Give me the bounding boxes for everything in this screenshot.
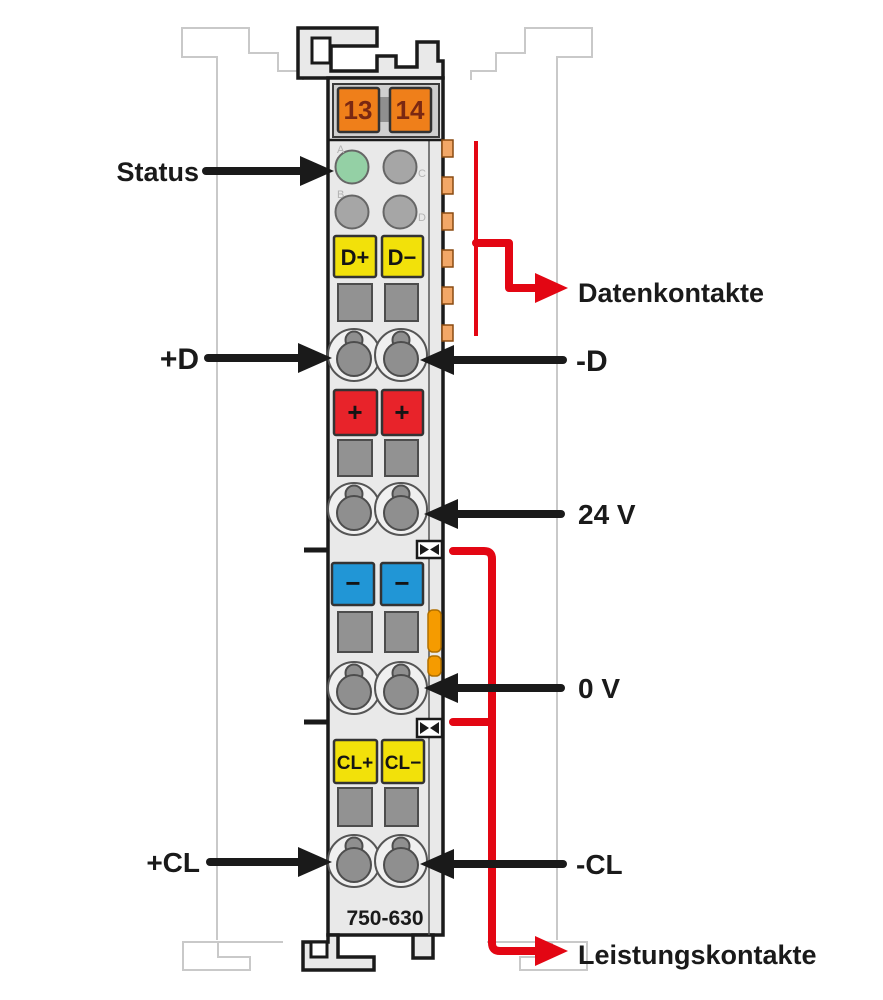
label-plate-0v-right [379, 561, 425, 607]
jumper-terminal-13 [336, 86, 381, 134]
wire-entry-0v-right [384, 611, 419, 653]
wire-entry-cl-plus [337, 787, 373, 827]
led-d-letter: D [418, 212, 426, 224]
wire-entry-d-plus [337, 283, 373, 322]
label-d-minus: D− [388, 245, 417, 270]
callout-plus-d: +D [160, 343, 199, 376]
wire-entry-24v-left [337, 439, 373, 477]
label-plate-cl-minus [380, 738, 426, 785]
left-neighbor-ghost-outline [181, 27, 304, 940]
jumper-terminal-14 [388, 86, 433, 134]
data-contacts-red-arrow-line [472, 239, 544, 292]
label-plate-d-minus [380, 234, 425, 279]
wire-entry-cl-minus [384, 787, 419, 827]
module-foot-right [411, 933, 435, 960]
clamp-pair-d [327, 328, 428, 382]
knife-contact-symbol-1 [415, 539, 444, 560]
label-plate-24v-left [332, 388, 379, 437]
power-jumper-contact-short [427, 655, 442, 677]
minus-cl-arrow [420, 849, 567, 879]
callout-minus-d: -D [576, 345, 608, 378]
label-plate-24v-right [380, 388, 425, 437]
led-a-letter: A [337, 144, 345, 156]
clamp-pair-0v [327, 661, 428, 715]
power-contacts-red-bracket [449, 547, 544, 955]
label-plate-d-plus [332, 234, 378, 279]
callout-status: Status [116, 157, 199, 187]
led-b-letter: B [337, 189, 344, 201]
din-rail-clip-top [296, 26, 445, 80]
part-number: 750-630 [346, 907, 423, 930]
power-contacts-red-arrowhead [535, 936, 568, 966]
label-plus-right: + [394, 397, 409, 427]
led-d [382, 194, 418, 230]
label-cl-plus: CL+ [337, 753, 373, 774]
callout-24v: 24 V [578, 499, 636, 530]
module-foot-left-notch [309, 940, 329, 959]
callout-plus-cl: +CL [146, 847, 200, 878]
data-contacts-red-arrowhead [535, 273, 568, 303]
wire-entry-24v-right [384, 439, 419, 477]
label-cl-minus: CL− [385, 753, 421, 774]
wire-entry-0v-left [337, 611, 373, 653]
plus-d-arrow [204, 343, 332, 373]
left-neighbor-ghost-foot [182, 941, 283, 971]
label-minus-right: − [394, 568, 409, 598]
jumper-terminal-14-label: 14 [396, 95, 425, 125]
knife-contact-symbol-2 [415, 717, 444, 739]
callout-0v: 0 V [578, 673, 620, 704]
led-a-status [334, 149, 370, 185]
jumper-terminal-gap [379, 97, 390, 122]
clamp-pair-24v [327, 482, 428, 536]
minus-d-arrow [420, 345, 567, 375]
right-neighbor-ghost-outline [470, 27, 593, 940]
led-b [334, 194, 370, 230]
power-jumper-contact-long [427, 609, 442, 653]
clamp-pair-cl [327, 834, 428, 888]
wire-entry-d-minus [384, 283, 419, 322]
v0-arrow [424, 673, 565, 703]
label-minus-left: − [345, 568, 360, 598]
callout-data-contacts: Datenkontakte [578, 278, 764, 308]
label-plate-cl-plus [332, 738, 379, 785]
label-plus-left: + [347, 397, 362, 427]
status-arrow [202, 156, 334, 186]
data-contacts [441, 139, 454, 342]
v24-arrow [424, 499, 565, 529]
label-plate-0v-left [330, 561, 376, 607]
din-rail-clip-notch [310, 36, 332, 65]
callout-minus-cl: -CL [576, 849, 623, 880]
label-d-plus: D+ [341, 245, 370, 270]
callout-power-contacts: Leistungskontakte [578, 940, 817, 970]
led-c [382, 149, 418, 185]
jumper-terminal-13-label: 13 [344, 95, 373, 125]
led-c-letter: C [418, 168, 426, 180]
plus-cl-arrow [206, 847, 332, 877]
